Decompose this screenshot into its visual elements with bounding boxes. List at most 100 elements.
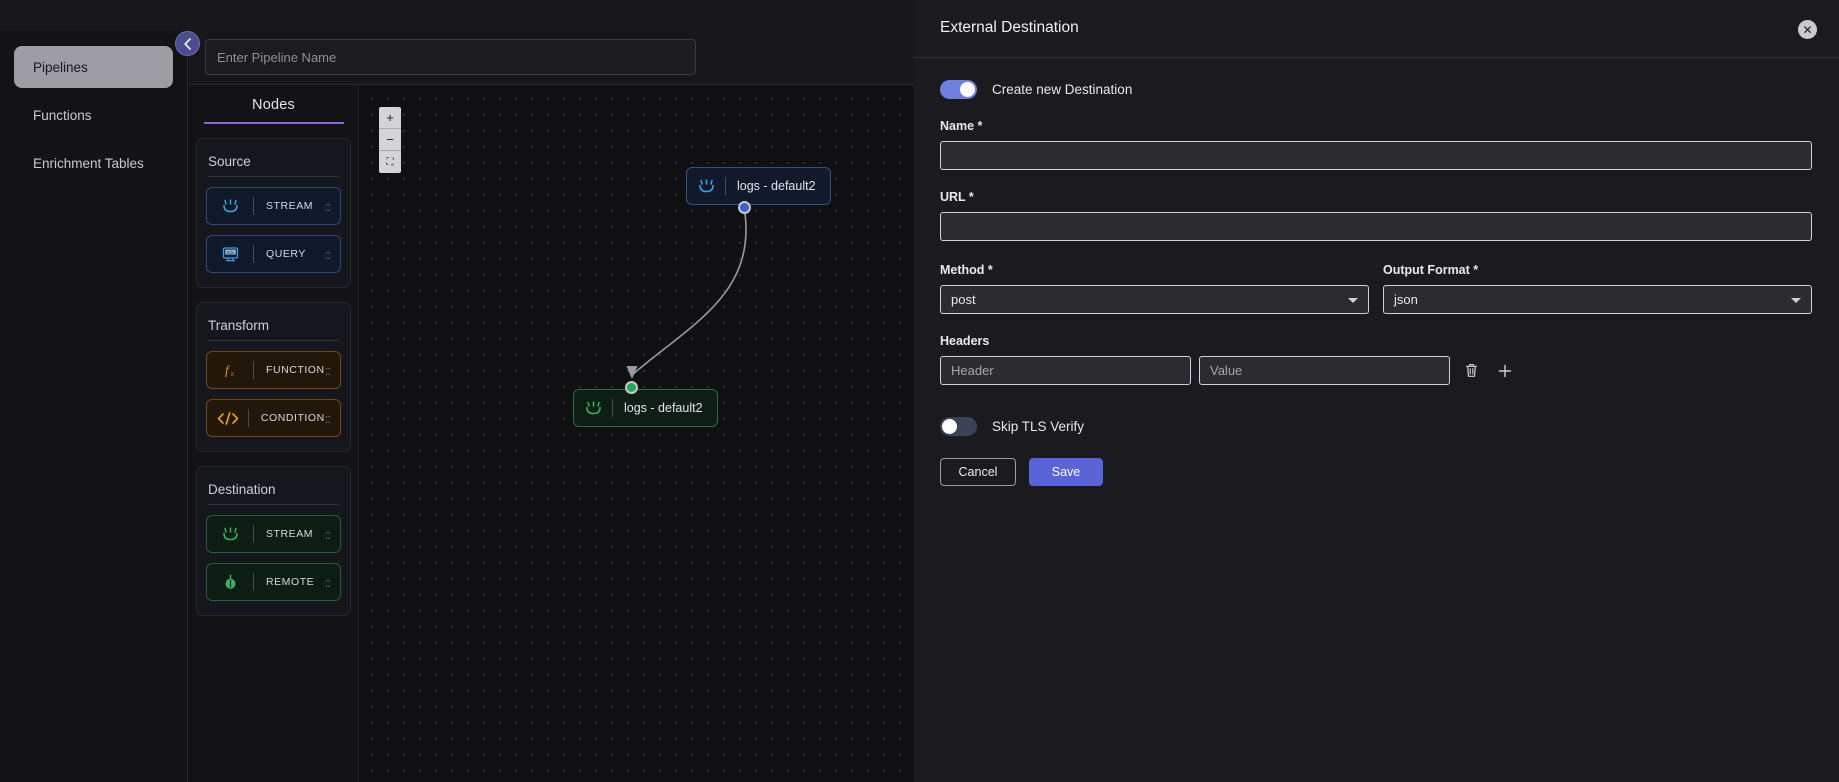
add-header-button[interactable]: [1492, 358, 1518, 384]
stream-icon: [207, 527, 253, 541]
sidebar-item-label: Enrichment Tables: [33, 155, 144, 171]
save-button[interactable]: Save: [1029, 458, 1103, 486]
skip-tls-verify-toggle[interactable]: [940, 417, 977, 436]
svg-text:SQL: SQL: [226, 250, 235, 255]
drawer-body: Create new Destination Name * URL * Meth…: [913, 80, 1839, 486]
stream-icon: [207, 199, 253, 213]
skip-tls-row: Skip TLS Verify: [940, 417, 1812, 436]
node-chip-source-query[interactable]: SQL QUERY ::: [206, 235, 341, 273]
node-chip-destination-remote[interactable]: REMOTE ::: [206, 563, 341, 601]
group-label-destination: Destination: [208, 482, 276, 497]
group-label-source: Source: [208, 154, 251, 169]
edge-arrowhead: [626, 366, 638, 379]
chip-divider: [253, 245, 254, 263]
drag-handle-icon[interactable]: ::: [324, 574, 331, 590]
fit-view-button[interactable]: ⛶: [386, 156, 394, 168]
node-group-source: Source STREAM :: SQL: [196, 138, 351, 288]
method-select[interactable]: post: [940, 285, 1369, 314]
method-format-row: Method * post Output Format * json: [940, 263, 1812, 314]
chip-divider: [253, 525, 254, 543]
stream-icon: [687, 179, 725, 193]
node-chip-transform-function[interactable]: f x FUNCTION ::: [206, 351, 341, 389]
toggle-knob: [960, 82, 975, 97]
drag-handle-icon[interactable]: ::: [324, 246, 331, 262]
sidebar-collapse-button[interactable]: [175, 31, 200, 56]
chip-label: FUNCTION: [266, 364, 325, 376]
drawer-title: External Destination: [940, 19, 1079, 36]
canvas-node-label: logs - default2: [737, 179, 816, 193]
sidebar-item-pipelines[interactable]: Pipelines: [14, 46, 173, 88]
stream-icon: [574, 401, 612, 415]
nodes-tab-underline: [203, 122, 344, 124]
name-field-group: Name *: [940, 119, 1812, 170]
canvas-zoom-controls: + − ⛶: [379, 107, 401, 173]
method-field-group: Method * post: [940, 263, 1369, 314]
svg-text:f: f: [225, 363, 231, 378]
zoom-in-button[interactable]: +: [379, 107, 401, 129]
node-chip-transform-condition[interactable]: CONDITION ::: [206, 399, 341, 437]
group-divider: [208, 504, 339, 505]
delete-header-button[interactable]: [1458, 358, 1484, 384]
drag-handle-icon[interactable]: ::: [324, 362, 331, 378]
sidebar-item-label: Pipelines: [33, 59, 88, 75]
canvas-node-source[interactable]: logs - default2: [686, 167, 831, 205]
headers-label: Headers: [940, 334, 990, 348]
pipeline-canvas[interactable]: + − ⛶ logs - default2: [360, 85, 913, 782]
query-icon: SQL: [207, 246, 253, 262]
cancel-button[interactable]: Cancel: [940, 458, 1016, 486]
create-new-destination-row: Create new Destination: [940, 80, 1812, 99]
chip-label: STREAM: [266, 528, 314, 540]
drag-handle-icon[interactable]: ::: [324, 198, 331, 214]
canvas-node-destination[interactable]: logs - default2: [573, 389, 718, 427]
pipeline-name-bar: [189, 30, 913, 85]
drag-handle-icon[interactable]: ::: [324, 410, 331, 426]
external-destination-drawer: External Destination ✕ Create new Destin…: [913, 0, 1839, 782]
url-input[interactable]: [940, 212, 1812, 241]
output-format-select[interactable]: json: [1383, 285, 1812, 314]
canvas-node-source-output-port[interactable]: [738, 201, 751, 214]
sidebar-item-enrichment-tables[interactable]: Enrichment Tables: [14, 142, 173, 184]
top-strip: [0, 0, 913, 30]
sidebar-nav-list: Pipelines Functions Enrichment Tables: [0, 30, 187, 184]
chevron-left-icon: [184, 37, 191, 50]
zoom-out-button[interactable]: −: [379, 129, 401, 151]
chip-divider: [253, 361, 254, 379]
canvas-node-label: logs - default2: [624, 401, 703, 415]
node-chip-destination-stream[interactable]: STREAM ::: [206, 515, 341, 553]
node-group-destination: Destination STREAM ::: [196, 466, 351, 616]
chip-divider: [248, 409, 249, 427]
pipeline-name-input[interactable]: [205, 39, 696, 75]
method-field-label: Method *: [940, 263, 993, 277]
nodes-panel: Nodes Source STREAM ::: [189, 85, 359, 782]
nodes-panel-title: Nodes: [252, 97, 295, 113]
sidebar-item-functions[interactable]: Functions: [14, 94, 173, 136]
node-group-transform: Transform f x FUNCTION ::: [196, 302, 351, 452]
name-field-label: Name *: [940, 119, 983, 133]
chip-label: CONDITION: [260, 412, 325, 424]
chip-divider: [612, 399, 613, 417]
canvas-node-destination-input-port[interactable]: [625, 381, 638, 394]
chevron-down-icon: [1791, 298, 1801, 303]
output-format-field-label: Output Format *: [1383, 263, 1479, 277]
chip-divider: [725, 177, 726, 195]
left-sidebar: Pipelines Functions Enrichment Tables: [0, 30, 188, 782]
plus-icon: [1498, 364, 1512, 377]
name-input[interactable]: [940, 141, 1812, 170]
chip-divider: [253, 197, 254, 215]
edge-source-to-destination: [631, 212, 747, 376]
close-icon[interactable]: ✕: [1798, 20, 1817, 39]
method-select-value: post: [951, 292, 976, 307]
function-fx-icon: f x: [207, 362, 253, 379]
drawer-header: External Destination ✕: [913, 0, 1839, 58]
group-divider: [208, 340, 339, 341]
header-value-input[interactable]: [1199, 356, 1450, 385]
header-key-input[interactable]: [940, 356, 1191, 385]
node-chip-source-stream[interactable]: STREAM ::: [206, 187, 341, 225]
remote-icon: [207, 574, 253, 590]
create-new-destination-toggle[interactable]: [940, 80, 977, 99]
chip-label: STREAM: [266, 200, 314, 212]
drag-handle-icon[interactable]: ::: [324, 526, 331, 542]
create-new-destination-label: Create new Destination: [992, 82, 1133, 97]
output-format-select-value: json: [1394, 292, 1418, 307]
